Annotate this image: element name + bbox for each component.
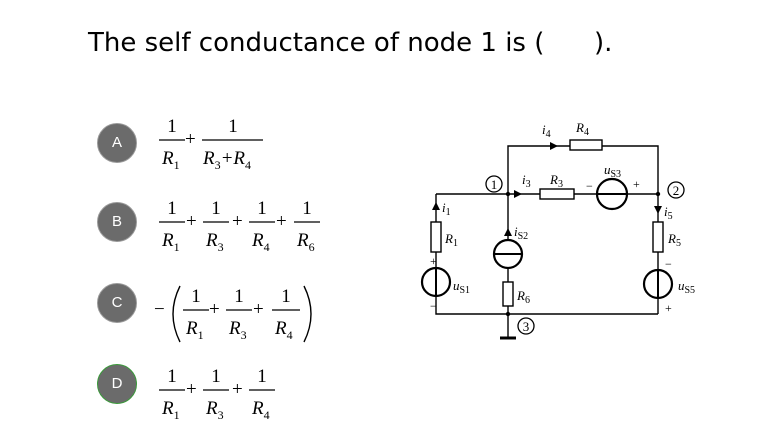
node-2-marker [667,181,685,199]
resistor-r3 [539,188,575,200]
label-us1-minus: − [430,299,437,313]
resistor-r4 [569,139,603,151]
label-us3-minus: − [586,179,593,193]
frac-num: 1 [257,198,267,219]
frac-den: R3 [205,398,224,422]
label-us3: uS3 [604,162,621,180]
junction-dot [505,311,511,317]
frac-den: R4 [251,398,270,422]
frac-num: 1 [167,198,177,219]
frac-num: 1 [257,366,267,387]
arrow-i4 [550,142,558,150]
plus-operator: + [185,129,196,150]
resistor-r6 [502,281,514,307]
frac-num: 1 [234,286,244,307]
junction-dot [655,191,661,197]
minus-sign: − [154,299,165,320]
frac-num: 1 [302,198,312,219]
frac-num: 1 [167,116,177,137]
right-paren [303,285,312,343]
plus-operator: + [232,379,243,400]
label-r3: R3 [549,172,563,190]
left-paren [172,285,181,343]
wire-bottom [435,296,658,315]
option-d-formula: 1 R1 + 1 R3 + 1 R4 [159,366,275,422]
wire-top-left [507,145,570,194]
plus-operator: + [232,211,243,232]
plus-operator: + [186,379,197,400]
arrow-is2 [504,228,512,236]
frac-den: R1 [161,148,180,172]
plus-operator: + [253,299,264,320]
frac-den: R1 [185,318,204,342]
label-i1: i1 [442,200,451,218]
option-b-button[interactable]: B [97,202,137,242]
resistor-r5 [652,221,664,253]
frac-den: R4 [274,318,293,342]
arrow-i1 [432,202,440,210]
frac-den: R3 [205,230,224,254]
frac-den: R6 [296,230,315,254]
label-us5-minus: − [665,257,672,271]
plus-operator: + [276,211,287,232]
option-a-button[interactable]: A [97,123,137,163]
node-2-label: 2 [673,183,680,198]
option-c-button[interactable]: C [97,283,137,323]
node-1-label: 1 [491,177,498,192]
option-a-formula: 1 R1 + 1 R3+R4 [159,116,263,172]
frac-den: R3+R4 [202,148,251,172]
plus-operator: + [186,211,197,232]
label-i3: i3 [522,172,531,190]
label-us1: uS1 [453,278,470,296]
node-1-marker [485,175,503,193]
label-r5: R5 [667,231,681,249]
option-b-formula: 1 R1 + 1 R3 + 1 R4 + 1 R6 [159,198,320,254]
option-d-button[interactable]: D [97,364,137,404]
label-r1: R1 [444,231,458,249]
frac-den: R4 [251,230,270,254]
frac-num: 1 [281,286,291,307]
frac-num: 1 [191,286,201,307]
label-is2: iS2 [514,224,528,242]
question-text: The self conductance of node 1 is ( ). [88,28,613,58]
junction-dot [505,191,511,197]
arrow-i5 [654,206,662,214]
frac-den: R3 [228,318,247,342]
arrow-i3 [514,190,522,198]
option-c-formula: − 1 R1 + 1 R3 + 1 R4 [154,285,312,343]
wire-top-right [602,145,659,194]
frac-den: R1 [161,398,180,422]
label-i5: i5 [664,204,673,222]
label-r4: R4 [575,120,589,138]
node-3-marker [517,317,535,335]
resistor-r1 [430,221,442,253]
label-us5: uS5 [678,278,695,296]
node-3-label: 3 [523,319,530,334]
frac-num: 1 [167,366,177,387]
label-r6: R6 [516,288,530,306]
frac-num: 1 [211,198,221,219]
label-us3-plus: + [633,177,640,191]
label-i4: i4 [542,122,551,140]
plus-operator: + [209,299,220,320]
frac-num: 1 [228,116,238,137]
frac-den: R1 [161,230,180,254]
frac-num: 1 [211,366,221,387]
label-us1-plus: + [430,254,437,268]
label-us5-plus: + [665,301,672,315]
circuit-diagram: 1 2 3 i4 R4 i3 R3 uS3 − + i1 R1 + uS1 − … [420,120,695,340]
